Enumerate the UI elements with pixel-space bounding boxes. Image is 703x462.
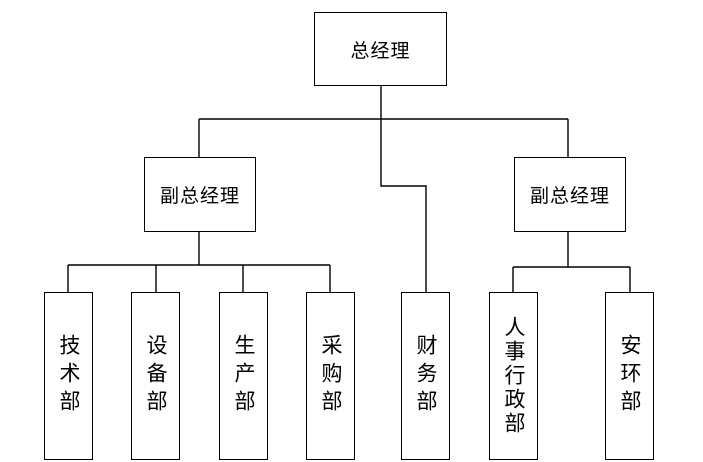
node-deputy-right: 副总经理 (514, 157, 626, 232)
node-hr-admin-dept: 人事行政部 (489, 292, 538, 460)
finance-route-line (380, 119, 427, 292)
node-tech-dept: 技术部 (44, 292, 93, 460)
node-env-safety-dept: 安环部 (605, 292, 654, 460)
node-general-manager: 总经理 (314, 12, 447, 86)
node-deputy-left: 副总经理 (144, 157, 256, 232)
node-finance-dept: 财务部 (401, 292, 450, 460)
node-production-dept: 生产部 (219, 292, 268, 460)
node-purchasing-dept: 采购部 (306, 292, 355, 460)
node-equipment-dept: 设备部 (131, 292, 180, 460)
